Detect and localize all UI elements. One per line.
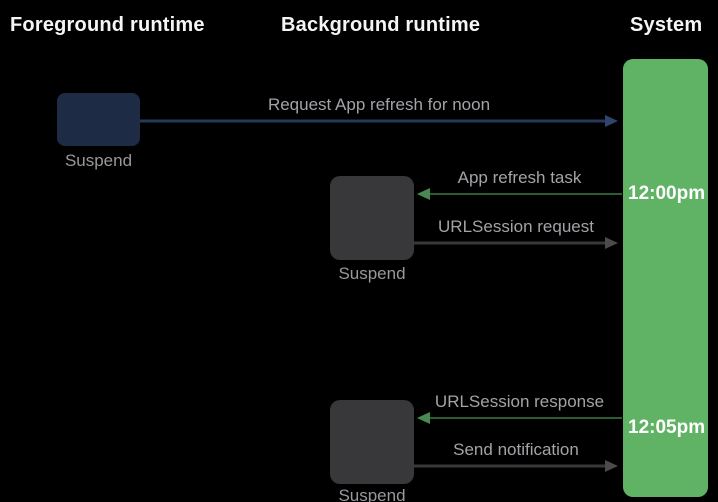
column-header-background-runtime: Background runtime xyxy=(281,14,481,36)
suspend-label: Suspend xyxy=(338,486,406,502)
arrow-label: Request App refresh for noon xyxy=(267,95,491,114)
arrowhead-left-icon xyxy=(417,187,430,200)
arrow-line xyxy=(414,459,618,472)
arrow-line xyxy=(417,411,622,424)
arrow-shaft xyxy=(414,464,607,467)
arrow-urlsession-request: URLSession request xyxy=(414,217,618,249)
column-header-foreground-runtime: Foreground runtime xyxy=(10,14,205,36)
arrow-line xyxy=(414,236,618,249)
arrow-shaft xyxy=(414,241,607,244)
arrow-label: Send notification xyxy=(453,440,579,459)
arrow-line xyxy=(140,114,618,127)
arrow-shaft xyxy=(140,119,607,122)
arrow-line xyxy=(417,187,622,200)
suspend-label: Suspend xyxy=(64,151,133,170)
foreground-app-box xyxy=(57,93,140,146)
arrowhead-left-icon xyxy=(417,411,430,424)
background-task-box xyxy=(330,176,414,260)
suspend-label: Suspend xyxy=(338,264,406,283)
arrowhead-right-icon xyxy=(605,114,618,127)
arrow-label: App refresh task xyxy=(457,168,582,187)
background-task-box xyxy=(330,400,414,484)
arrow-label: URLSession request xyxy=(438,217,594,236)
arrow-label: URLSession response xyxy=(434,392,605,411)
arrowhead-right-icon xyxy=(605,236,618,249)
time-label-1205pm: 12:05pm xyxy=(628,417,706,438)
arrow-urlsession-response: URLSession response xyxy=(417,392,622,424)
arrow-request-app-refresh: Request App refresh for noon xyxy=(140,95,618,127)
arrowhead-right-icon xyxy=(605,459,618,472)
arrow-shaft xyxy=(428,192,622,195)
column-header-system: System xyxy=(630,14,703,36)
arrow-shaft xyxy=(428,416,622,419)
arrow-app-refresh-task: App refresh task xyxy=(417,168,622,200)
arrow-send-notification: Send notification xyxy=(414,440,618,472)
system-timeline-bar xyxy=(623,59,708,497)
time-label-noon: 12:00pm xyxy=(628,183,706,204)
